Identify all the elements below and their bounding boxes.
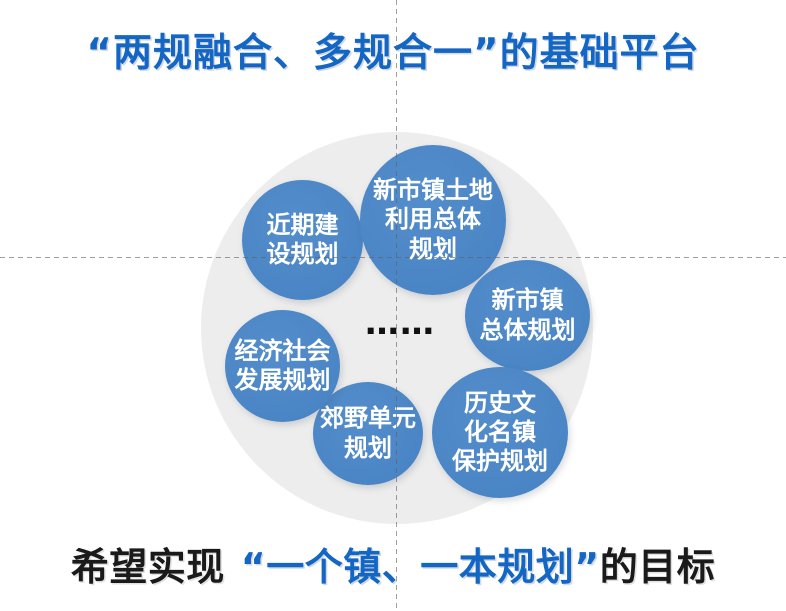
circle-label-line: 保护规划: [452, 447, 548, 476]
circle-label-line: 利用总体: [385, 205, 481, 234]
horizontal-guide-line: [0, 257, 786, 258]
slide-title: “两规融合、多规合一”的基础平台: [86, 31, 700, 76]
circle-label-line: 郊野单元: [320, 404, 416, 433]
subtitle-suffix: 的目标: [599, 545, 716, 589]
circle-label-line: 发展规划: [234, 366, 331, 394]
vertical-guide-line: [396, 0, 397, 611]
ellipsis-more-indicator: ……: [365, 303, 435, 343]
circle-rural-unit-plan: 郊野单元 规划: [313, 382, 423, 485]
subtitle-prefix: 希望实现: [70, 545, 225, 589]
circle-label-line: 化名镇: [464, 417, 536, 446]
circle-label-line: 新市镇土地: [373, 176, 493, 205]
circle-historic-cultural-town-protection-plan: 历史文 化名镇 保护规划: [432, 367, 568, 498]
circle-label-line: 新市镇: [491, 286, 564, 315]
circle-label-line: 设规划: [266, 240, 339, 268]
subtitle-highlight: “一个镇、一本规划”: [240, 545, 600, 589]
circle-label-line: 规划: [344, 433, 392, 462]
circle-near-term-construction-plan: 近期建 设规划: [242, 180, 363, 300]
circle-label-line: 经济社会: [234, 336, 331, 365]
slide-subtitle: 希望实现 “一个镇、一本规划”的目标: [0, 536, 786, 591]
circle-new-town-land-use-master-plan: 新市镇土地 利用总体 规划: [360, 145, 506, 295]
circle-economic-social-development-plan: 经济社会 发展规划: [225, 310, 340, 422]
circle-new-town-master-plan: 新市镇 总体规划: [465, 260, 590, 371]
circle-label-line: 总体规划: [479, 315, 576, 344]
circle-label-line: 规划: [409, 234, 457, 263]
circle-label-line: 近期建: [266, 210, 339, 239]
circle-label-line: 历史文: [464, 388, 536, 417]
